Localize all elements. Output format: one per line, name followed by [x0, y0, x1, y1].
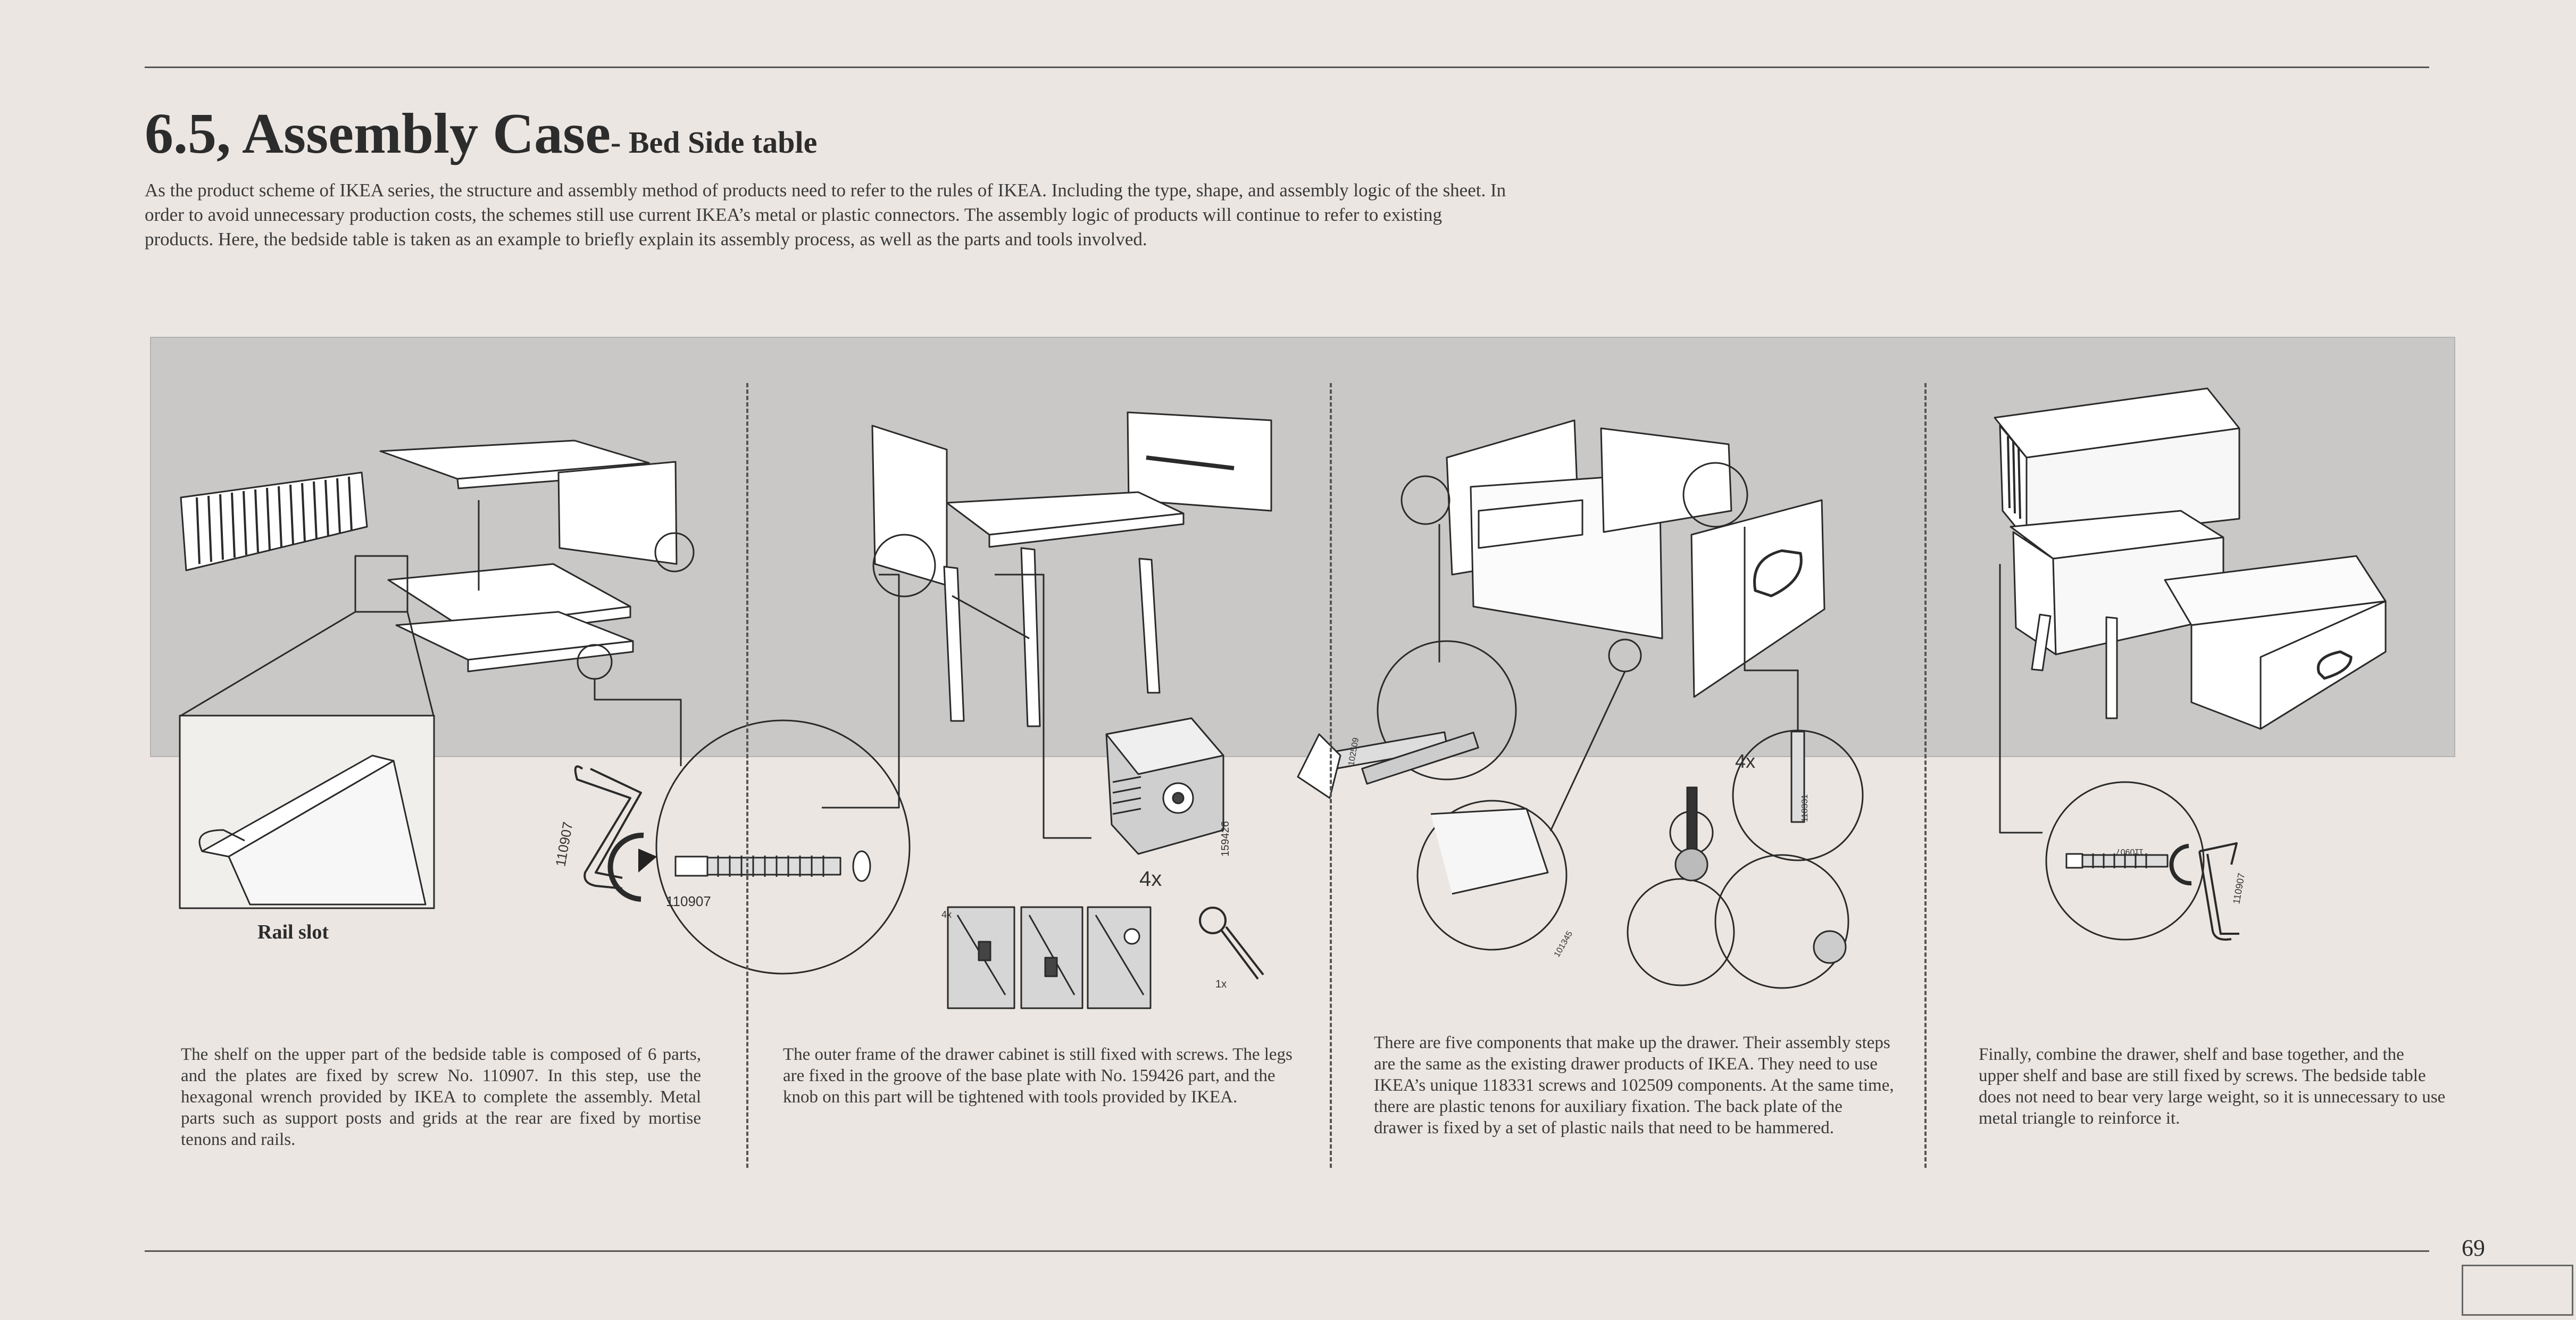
quantity-4x-drawer-label: 4x [1735, 750, 1755, 772]
rotate-arrow-icon [607, 832, 644, 902]
frame-exploded [871, 411, 1272, 727]
bottom-rule [145, 1250, 2429, 1252]
quantity-4x-small-label: 4x [941, 909, 952, 920]
screw-110907-label: 110907 [666, 893, 711, 909]
rail-slot-detail [179, 611, 435, 909]
top-rule [145, 67, 2429, 68]
plastic-nail [1297, 731, 1479, 799]
hex-wrench-right [2198, 842, 2239, 941]
rail-slot-label: Rail slot [257, 921, 329, 943]
intro-paragraph: As the product scheme of IKEA series, th… [145, 180, 1506, 250]
key-tool [1199, 907, 1264, 980]
caption-drawer: There are five components that make up t… [1374, 1033, 1894, 1138]
page-number: 69 [2462, 1235, 2485, 1261]
quantity-4x-label: 4x [1139, 867, 1162, 891]
wrench-right-label: 110907 [2231, 872, 2247, 904]
shelf-exploded [180, 439, 695, 680]
caption-shelf: The shelf on the upper part of the bedsi… [181, 1045, 701, 1149]
drawer-exploded [1400, 419, 1825, 698]
divider-3 [1924, 383, 1927, 1168]
title-subtitle: - Bed Side table [611, 125, 818, 160]
caption-assembled: Finally, combine the drawer, shelf and b… [1979, 1045, 2446, 1128]
dowel-101345-label: 101345 [1553, 929, 1574, 959]
wrench-110907-label: 110907 [552, 820, 576, 868]
page-title: 6.5, Assembly Case- Bed Side table [145, 105, 817, 163]
knob-159426-label: 159426 [1220, 821, 1231, 857]
caption-frame: The outer frame of the drawer cabinet is… [783, 1045, 1293, 1107]
bedside-table-assembled [1994, 387, 2387, 730]
title-main: 6.5, Assembly Case [145, 102, 611, 165]
screw-right-label: 110907 [2116, 847, 2144, 856]
screw-right [2065, 853, 2169, 869]
page-number-box [2462, 1265, 2573, 1316]
quantity-1x-label: 1x [1215, 978, 1227, 990]
divider-1 [746, 383, 748, 1168]
cam-lock-159426 [1105, 717, 1224, 855]
step-thumbnails [947, 906, 1152, 1009]
screw-118331-label: 118331 [1800, 794, 1810, 822]
divider-2 [1330, 383, 1332, 1168]
screw-110907 [674, 850, 871, 882]
